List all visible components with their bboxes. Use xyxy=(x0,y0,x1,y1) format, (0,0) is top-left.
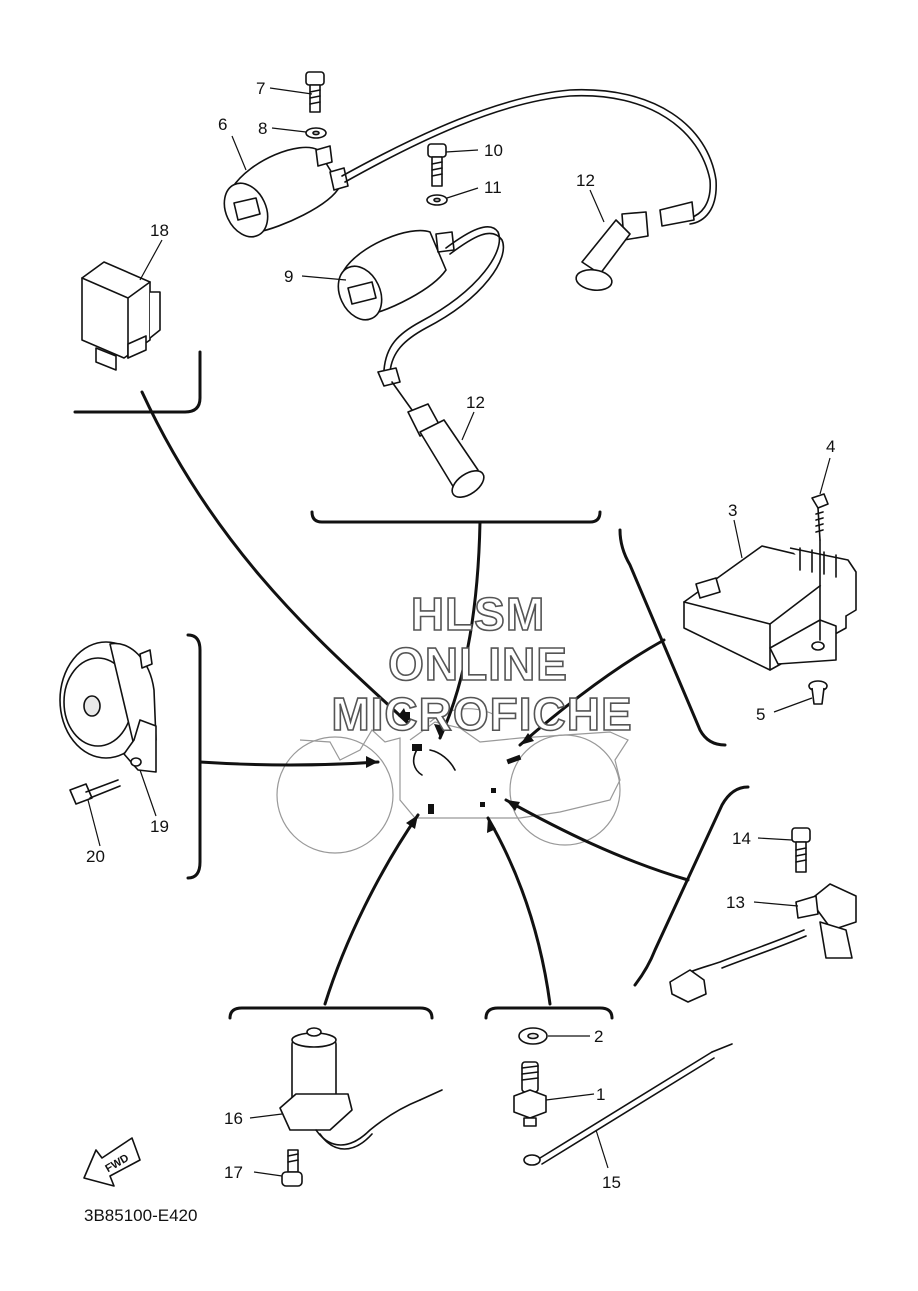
part-4-screw[interactable] xyxy=(811,493,829,641)
part-18-relay-unit[interactable] xyxy=(81,261,161,371)
arrowhead xyxy=(520,733,534,745)
part-12-plug-cap-lower[interactable] xyxy=(407,403,488,503)
callout-5: 5 xyxy=(756,705,765,724)
callout-14: 14 xyxy=(732,829,751,848)
arrowhead xyxy=(434,724,446,738)
callout-19: 19 xyxy=(150,817,169,836)
part-17-bolt[interactable] xyxy=(281,1149,303,1187)
part-10-bolt[interactable] xyxy=(427,143,447,187)
watermark-line-3: MICROFICHE xyxy=(331,688,632,740)
callout-13: 13 xyxy=(726,893,745,912)
watermark-line-2: ONLINE xyxy=(388,638,568,690)
part-20-bolt[interactable] xyxy=(69,779,121,805)
callout-15: 15 xyxy=(602,1173,621,1192)
callout-20: 20 xyxy=(86,847,105,866)
leader-lines xyxy=(87,87,831,1177)
diagram-code: 3B85100-E420 xyxy=(84,1206,197,1225)
part-3-cdi-unit[interactable] xyxy=(683,545,857,671)
callout-8: 8 xyxy=(258,119,267,138)
callout-7: 7 xyxy=(256,79,265,98)
part-12-plug-cap-upper[interactable] xyxy=(575,201,695,292)
arrowhead xyxy=(487,818,496,833)
watermark-line-1: HLSM xyxy=(411,588,545,640)
part-2-washer[interactable] xyxy=(518,1027,548,1045)
part-5-grommet[interactable] xyxy=(808,680,828,705)
callout-11: 11 xyxy=(484,178,502,197)
part-16-switch[interactable] xyxy=(279,1027,443,1150)
part-15-lead-wire[interactable] xyxy=(523,1043,733,1166)
callout-3: 3 xyxy=(728,501,737,520)
callout-12-upper: 12 xyxy=(576,171,595,190)
pointer-lines xyxy=(140,390,690,1006)
arrowhead xyxy=(506,800,520,811)
callout-18: 18 xyxy=(150,221,169,240)
harness-marks xyxy=(403,712,522,814)
part-6-ignition-coil[interactable] xyxy=(216,88,717,244)
callout-4: 4 xyxy=(826,437,835,456)
callout-2: 2 xyxy=(594,1027,603,1046)
arrowhead xyxy=(406,815,418,829)
fwd-arrow-icon: FWD xyxy=(83,1137,141,1187)
arrowhead xyxy=(366,756,378,768)
callout-10: 10 xyxy=(484,141,503,160)
part-9-ignition-coil[interactable] xyxy=(330,226,505,411)
part-11-washer[interactable] xyxy=(426,194,448,206)
motorcycle-silhouette xyxy=(276,708,629,854)
callout-17: 17 xyxy=(224,1163,243,1182)
part-19-horn[interactable] xyxy=(59,641,157,773)
callout-numbers: 7 8 6 10 11 12 9 12 18 3 4 5 19 20 14 13… xyxy=(86,79,835,1192)
callout-12-lower: 12 xyxy=(466,393,485,412)
callout-16: 16 xyxy=(224,1109,243,1128)
part-14-bolt[interactable] xyxy=(791,827,811,873)
part-7-bolt[interactable] xyxy=(305,71,325,113)
part-8-washer[interactable] xyxy=(305,127,327,139)
part-1-sender[interactable] xyxy=(513,1061,547,1127)
group-brackets xyxy=(73,350,750,1020)
part-13-sensor[interactable] xyxy=(669,883,857,1003)
callout-1: 1 xyxy=(596,1085,605,1104)
callout-6: 6 xyxy=(218,115,227,134)
watermark: HLSM ONLINE MICROFICHE xyxy=(331,587,633,741)
callout-9: 9 xyxy=(284,267,293,286)
